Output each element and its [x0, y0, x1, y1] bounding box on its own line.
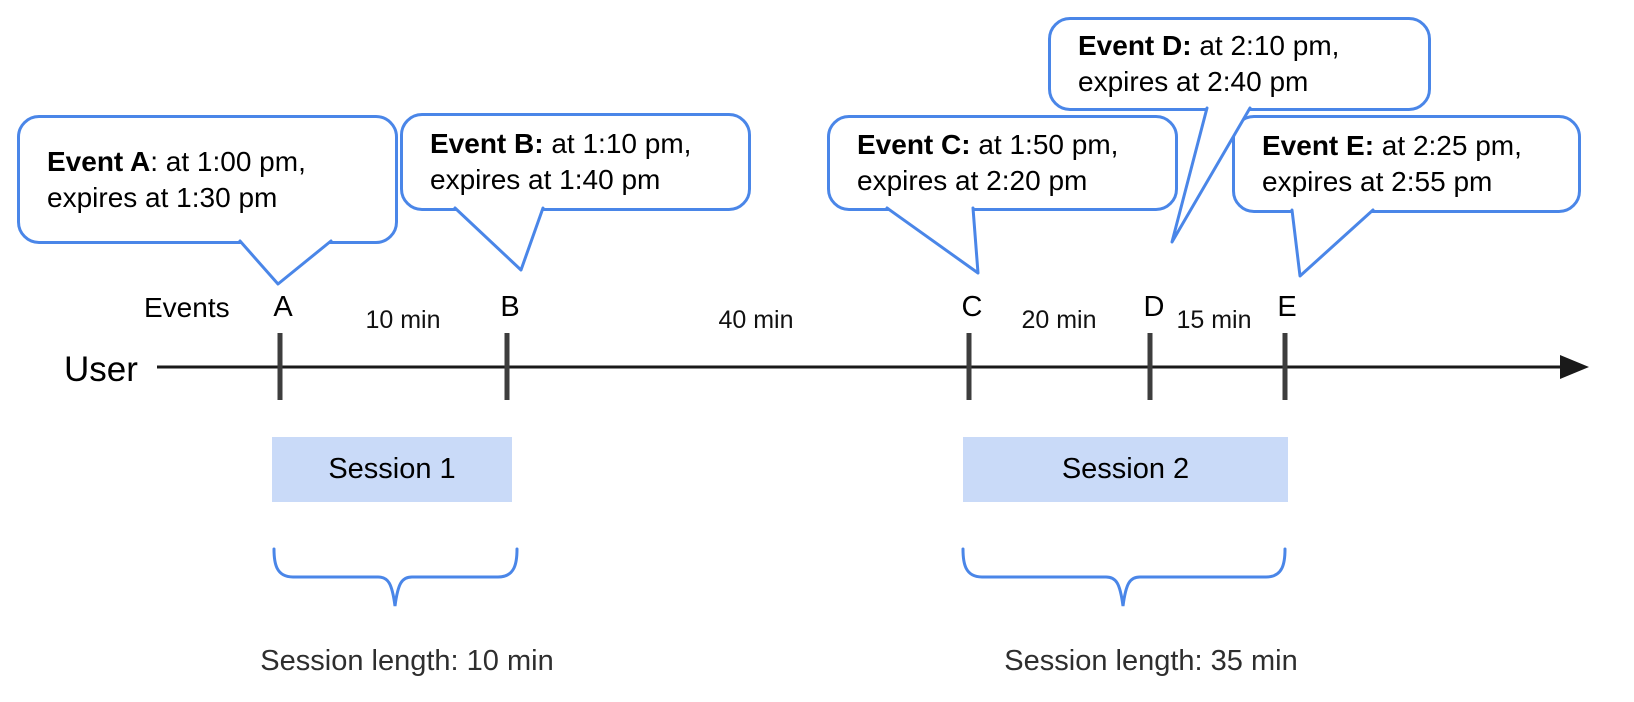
event-b-bubble: Event B: at 1:10 pm, expires at 1:40 pm [400, 113, 751, 211]
event-b-line1: Event B: at 1:10 pm, [430, 126, 738, 162]
user-row-label: User [64, 350, 138, 389]
event-e-title: Event E: [1262, 130, 1375, 161]
event-b-title: Event B: [430, 128, 544, 159]
event-d-time: at 2:10 pm, [1191, 30, 1340, 61]
event-a-line1: Event A: at 1:00 pm, [47, 144, 385, 180]
event-c-line2: expires at 2:20 pm [857, 165, 1088, 196]
session-2-length-label: Session length: 35 min [1004, 645, 1298, 677]
session-2-label: Session 2 [1061, 453, 1190, 485]
event-c-bubble-tail-icon [885, 206, 980, 275]
event-c-time: at 1:50 pm, [970, 129, 1119, 160]
event-b-line2: expires at 1:40 pm [430, 164, 661, 195]
event-a-time: : at 1:00 pm, [150, 145, 306, 177]
event-a-title: Event A [47, 145, 151, 177]
event-e-letter: E [1277, 291, 1297, 323]
event-b-bubble-tail-icon [453, 206, 545, 272]
event-d-letter: D [1143, 291, 1165, 323]
event-e-time: at 2:25 pm, [1374, 130, 1522, 161]
event-c-bubble: Event C: at 1:50 pm, expires at 2:20 pm [827, 115, 1178, 211]
event-d-title: Event D: [1078, 30, 1192, 61]
event-d-line1: Event D: at 2:10 pm, [1078, 28, 1418, 64]
event-e-line1: Event E: at 2:25 pm, [1262, 128, 1568, 164]
session-1-label: Session 1 [328, 453, 456, 485]
event-a-bubble: Event A: at 1:00 pm, expires at 1:30 pm [17, 115, 398, 244]
event-c-letter: C [961, 291, 983, 323]
events-row-label: Events [144, 292, 230, 323]
session-1-brace-icon [272, 547, 519, 607]
event-a-letter: A [273, 291, 293, 323]
session-1-box: Session 1 [272, 437, 512, 502]
event-c-line1: Event C: at 1:50 pm, [857, 127, 1165, 163]
interval-a-b-label: 10 min [365, 306, 441, 334]
event-e-line2: expires at 2:55 pm [1262, 166, 1493, 197]
event-a-bubble-tail-icon [238, 239, 333, 286]
event-e-bubble-tail-icon [1290, 208, 1375, 278]
event-b-time: at 1:10 pm, [543, 128, 692, 159]
interval-b-c-label: 40 min [718, 306, 794, 334]
timeline-arrowhead-icon [1560, 355, 1589, 379]
event-c-title: Event C: [857, 129, 971, 160]
event-d-bubble: Event D: at 2:10 pm, expires at 2:40 pm [1048, 17, 1431, 111]
session-2-box: Session 2 [963, 437, 1288, 502]
event-d-line2: expires at 2:40 pm [1078, 66, 1309, 97]
interval-c-d-label: 20 min [1021, 306, 1097, 334]
session-2-brace-icon [961, 547, 1287, 607]
session-1-length-label: Session length: 10 min [260, 645, 554, 677]
interval-d-e-label: 15 min [1176, 306, 1252, 334]
event-b-letter: B [500, 291, 520, 323]
event-e-bubble: Event E: at 2:25 pm, expires at 2:55 pm [1232, 115, 1581, 213]
event-a-line2: expires at 1:30 pm [47, 181, 278, 213]
